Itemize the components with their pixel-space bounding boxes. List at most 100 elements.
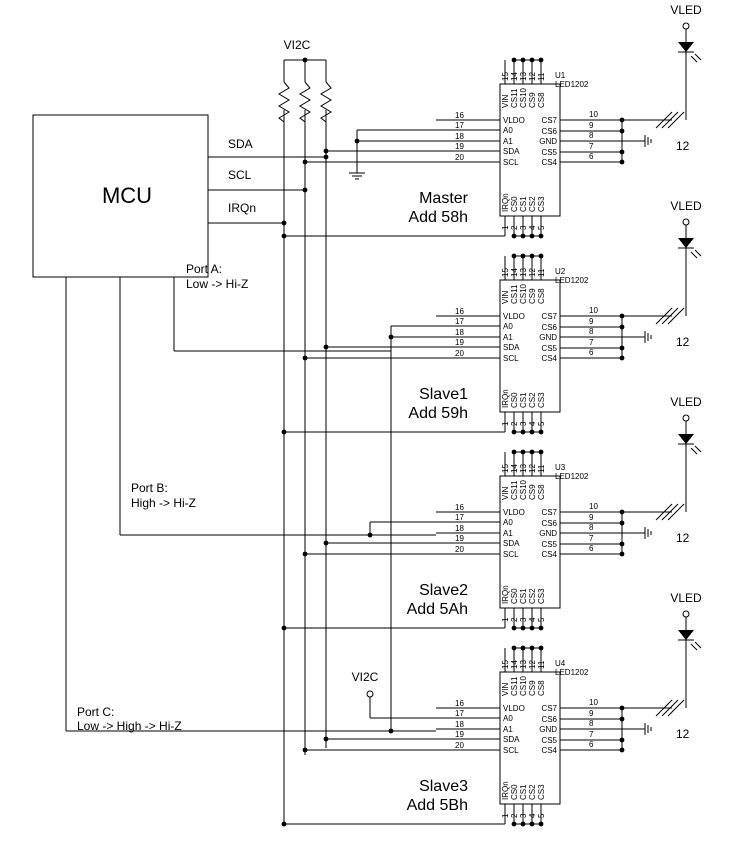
- pin-number: 1: [501, 421, 510, 426]
- port-a-sub: Low -> Hi-Z: [186, 277, 248, 291]
- pin-name: CS0: [510, 588, 519, 604]
- junction-dot: [529, 429, 535, 435]
- vled-label: VLED: [670, 591, 702, 605]
- junction-dot: [520, 57, 526, 63]
- pin-name: VLDO: [503, 508, 525, 517]
- vled-terminal: [682, 414, 690, 422]
- pin-name: CS9: [528, 92, 537, 108]
- junction-dot: [619, 159, 625, 165]
- bus-slash: [667, 503, 685, 521]
- bus-slash: [667, 699, 685, 717]
- pin-name: CS9: [528, 484, 537, 500]
- led-ray: [690, 55, 698, 63]
- junction-dot: [281, 821, 287, 827]
- led-icon: [678, 42, 694, 52]
- junction-dot: [354, 138, 360, 144]
- junction-dot: [529, 57, 535, 63]
- pin-name: VLDO: [503, 116, 525, 125]
- bus-width-label: 12: [676, 335, 690, 349]
- chip-part: LED1202: [555, 472, 589, 481]
- vled-label: VLED: [670, 199, 702, 213]
- pin-number: 14: [510, 72, 519, 81]
- pin-name: CS1: [519, 392, 528, 408]
- led-ray: [694, 53, 702, 61]
- junction-dot: [511, 253, 517, 259]
- junction-dot: [538, 253, 544, 259]
- junction-dot: [619, 345, 625, 351]
- mcu-label: MCU: [102, 183, 152, 208]
- junction-dot: [619, 128, 625, 134]
- pin-name: IRQn: [501, 389, 510, 408]
- junction-dot: [511, 233, 517, 239]
- pin-number: 6: [589, 740, 594, 749]
- pin-number: 9: [589, 121, 594, 130]
- pin-name: CS11: [510, 676, 519, 696]
- pin-number: 13: [519, 72, 528, 81]
- pin-name: CS11: [510, 284, 519, 304]
- bus-slash: [667, 111, 685, 129]
- pin-name: CS10: [519, 283, 528, 304]
- pin-name: VLDO: [503, 312, 525, 321]
- led-ray: [694, 445, 702, 453]
- bus-slash: [655, 699, 673, 717]
- bus-slash: [661, 699, 679, 717]
- pin-number: 14: [510, 268, 519, 277]
- junction-dot: [511, 821, 517, 827]
- pin-name: CS6: [541, 127, 557, 136]
- junction-dot: [520, 233, 526, 239]
- pin-name: A0: [503, 714, 513, 723]
- junction-dot: [281, 233, 287, 239]
- pin-number: 18: [455, 328, 464, 337]
- pin-number: 11: [537, 268, 546, 277]
- vi2c-label: VI2C: [284, 38, 311, 52]
- chip-addr: Add 59h: [408, 405, 468, 422]
- pin-name: CS4: [541, 354, 557, 363]
- parts: [32, 22, 694, 827]
- pin-number: 15: [501, 72, 510, 81]
- texts: MCUSDASCLIRQnVI2C15VIN14CS1113CS1012CS91…: [77, 3, 702, 818]
- pin-number: 13: [519, 268, 528, 277]
- pin-number: 19: [455, 534, 464, 543]
- scl-label: SCL: [228, 168, 252, 182]
- junction-dot: [511, 625, 517, 631]
- pin-name: IRQn: [501, 781, 510, 800]
- mcu-block: [32, 114, 209, 278]
- pin-name: SDA: [503, 539, 520, 548]
- pin-number: 10: [589, 698, 598, 707]
- pin-name: GND: [539, 333, 557, 342]
- junction-dot: [520, 625, 526, 631]
- pin-number: 6: [589, 152, 594, 161]
- pin-number: 8: [589, 327, 594, 336]
- chip-addr: Add 5Bh: [407, 797, 468, 814]
- chip-addr: Add 58h: [408, 209, 468, 226]
- pin-name: CS6: [541, 715, 557, 724]
- pin-number: 5: [537, 421, 546, 426]
- junction-dot: [619, 747, 625, 753]
- pin-name: SCL: [503, 746, 519, 755]
- pin-name: CS4: [541, 550, 557, 559]
- pin-name: CS7: [541, 312, 557, 321]
- led-ray: [690, 643, 698, 651]
- pin-name: CS5: [541, 148, 557, 157]
- pin-number: 2: [510, 421, 519, 426]
- junction-dot: [281, 429, 287, 435]
- pin-name: CS5: [541, 736, 557, 745]
- pin-number: 17: [455, 121, 464, 130]
- pin-number: 9: [589, 513, 594, 522]
- pin-name: GND: [539, 529, 557, 538]
- pin-number: 7: [589, 730, 594, 739]
- bus-slash: [667, 307, 685, 325]
- pin-name: CS9: [528, 288, 537, 304]
- pin-number: 3: [519, 617, 528, 622]
- pin-number: 10: [589, 502, 598, 511]
- bus-width-label: 12: [676, 139, 690, 153]
- junction-dot: [302, 159, 308, 165]
- pin-name: CS0: [510, 196, 519, 212]
- pin-name: CS1: [519, 196, 528, 212]
- led-icon: [678, 238, 694, 248]
- pin-name: CS8: [537, 288, 546, 304]
- pin-number: 9: [589, 709, 594, 718]
- chip-body-U1: [499, 83, 561, 217]
- junction-dot: [302, 187, 308, 193]
- pin-number: 16: [455, 699, 464, 708]
